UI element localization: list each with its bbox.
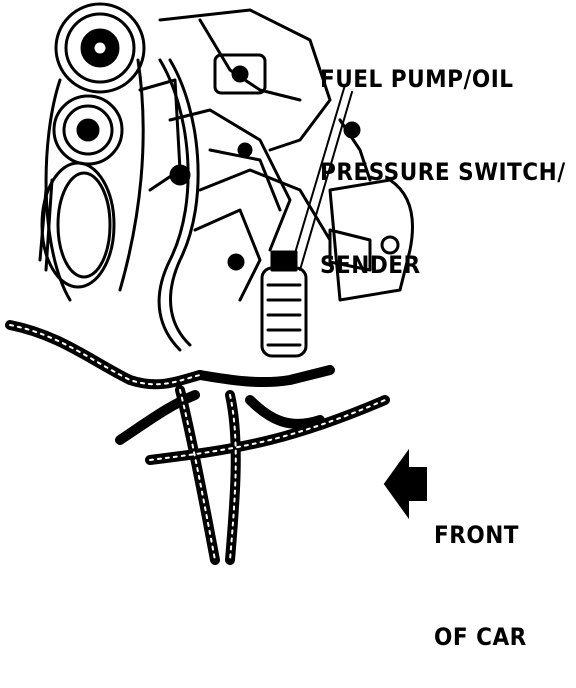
- arrow-left-icon: [383, 448, 427, 520]
- callout-line-3: SENDER: [320, 251, 421, 279]
- lower-pulley: [38, 161, 116, 289]
- middle-pulley: [52, 94, 124, 166]
- direction-callout: FRONT OF CAR: [434, 450, 527, 688]
- harness-wrap: [9, 324, 386, 561]
- oil-pressure-sender: [260, 250, 308, 358]
- wiring-harness: [5, 320, 390, 565]
- tube: [157, 58, 200, 352]
- engine-diagram: [5, 2, 427, 565]
- engine-block: [138, 8, 332, 302]
- callout-leader: [289, 84, 353, 271]
- direction-line-2: OF CAR: [434, 623, 527, 651]
- callout-line-1: FUEL PUMP/OIL: [320, 65, 514, 93]
- component-callout: FUEL PUMP/OIL PRESSURE SWITCH/ SENDER: [320, 2, 566, 312]
- mount-bracket: [328, 118, 414, 302]
- callout-line-2: PRESSURE SWITCH/: [320, 158, 566, 186]
- direction-line-1: FRONT: [434, 521, 520, 549]
- upper-pulley: [54, 2, 146, 94]
